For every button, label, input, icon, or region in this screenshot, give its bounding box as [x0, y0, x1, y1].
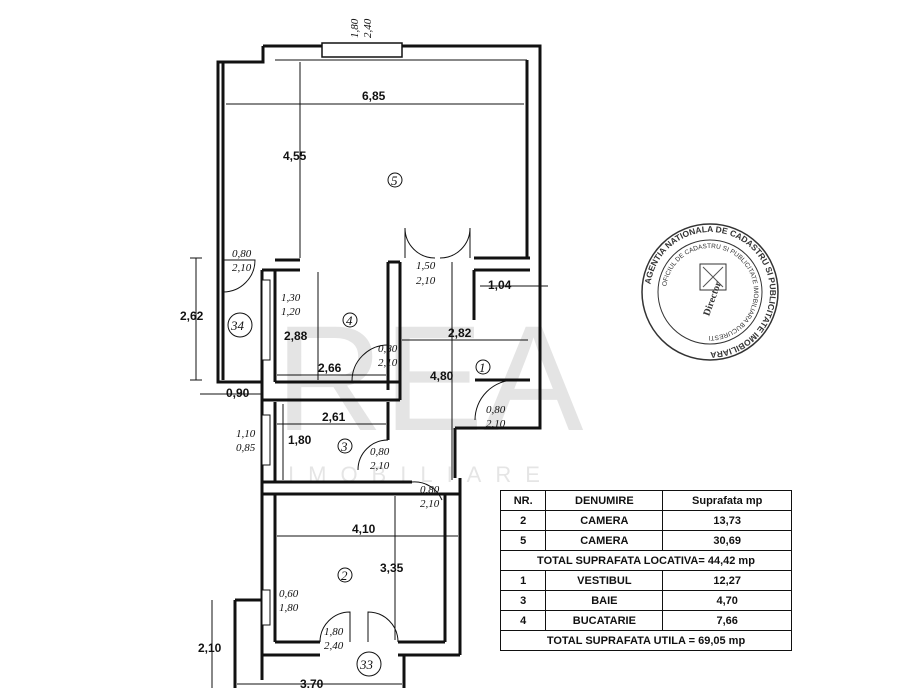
dim-window-top-b: 2,40: [362, 18, 374, 38]
table-row: 4 BUCATARIE 7,66: [499, 610, 792, 631]
dim-hall-door2-a: 0,80: [486, 404, 506, 416]
dim-balcony-height: 2,10: [198, 641, 222, 655]
dim-hall-door2-b: 2,10: [486, 418, 506, 430]
dim-bath-width: 2,61: [322, 410, 346, 424]
table-row: 3 BAIE 4,70: [499, 590, 792, 611]
table-cell-area: 4,70: [662, 590, 792, 611]
dim-bath-door-a: 0,80: [370, 446, 390, 458]
dimension-lines: [190, 62, 548, 688]
walls: [216, 42, 542, 688]
dim-balcony-door-b: 2,40: [324, 640, 344, 652]
dim-balcony-width: 3,70: [300, 677, 324, 688]
dim-kitchen-window-b: 1,20: [281, 306, 301, 318]
dim-height-34: 2,62: [180, 309, 204, 323]
dim-room2-window-a: 0,60: [279, 588, 299, 600]
dim-bath-offset: 0,90: [226, 386, 250, 400]
watermark-logo: REA: [275, 294, 583, 462]
table-cell-nr: 3: [499, 590, 547, 611]
table-cell-area: 13,73: [662, 510, 792, 531]
total-utila: TOTAL SUPRAFATA UTILA = 69,05 mp: [500, 630, 792, 651]
dim-room5-height: 4,55: [283, 149, 307, 163]
table-cell-name: VESTIBUL: [545, 570, 664, 591]
room-number-33: 33: [359, 657, 374, 672]
table-header-nr: NR.: [499, 490, 547, 511]
dim-bath-window-a: 1,10: [236, 428, 256, 440]
dim-hall-width: 2,82: [448, 326, 472, 340]
table-cell-nr: 4: [499, 610, 547, 631]
dimension-labels: 1,80 2,40 6,85 4,55 0,80 2,10 2,62 1,30 …: [180, 18, 512, 688]
room-number-5: 5: [391, 173, 398, 188]
table-header-row: NR. DENUMIRE Suprafata mp: [499, 490, 792, 511]
table-cell-area: 30,69: [662, 530, 792, 551]
table-row: 1 VESTIBUL 12,27: [499, 570, 792, 591]
table-header-name: DENUMIRE: [545, 490, 664, 511]
dim-kitchen-height: 2,88: [284, 329, 308, 343]
room-number-34: 34: [230, 318, 245, 333]
dim-room2-height: 3,35: [380, 561, 404, 575]
table-cell-nr: 2: [499, 510, 547, 531]
table-header-area: Suprafata mp: [662, 490, 792, 511]
table-cell-area: 7,66: [662, 610, 792, 631]
table-row: 5 CAMERA 30,69: [499, 530, 792, 551]
table-cell-name: BAIE: [545, 590, 664, 611]
dim-bath-window-b: 0,85: [236, 442, 256, 454]
dim-kitchen-window-a: 1,30: [281, 292, 301, 304]
doors: [222, 227, 516, 643]
dim-room2-window-b: 1,80: [279, 602, 299, 614]
dim-bath-door-b: 2,10: [370, 460, 390, 472]
table-row: 2 CAMERA 13,73: [499, 510, 792, 531]
dim-hall-height: 4,80: [430, 369, 454, 383]
room-numbers: 5 4 1 3 2 34 33: [227, 172, 491, 677]
dim-room2-door-a: 0,80: [420, 484, 440, 496]
dim-bath-height: 1,80: [288, 433, 312, 447]
table-cell-name: CAMERA: [545, 530, 664, 551]
dim-door-left-a: 0,80: [232, 248, 252, 260]
room-number-3: 3: [340, 439, 348, 454]
dim-room2-door-b: 2,10: [420, 498, 440, 510]
dim-kitchen-door-a: 0,80: [378, 343, 398, 355]
table-total-row: TOTAL SUPRAFATA UTILA = 69,05 mp: [500, 630, 792, 651]
dim-hall-door-b: 2,10: [416, 275, 436, 287]
cadastre-stamp: AGENTIA NATIONALA DE CADASTRU SI PUBLICI…: [641, 223, 779, 361]
dim-kitchen-width: 2,66: [318, 361, 342, 375]
dim-window-top-a: 1,80: [349, 18, 361, 38]
table-total-row: TOTAL SUPRAFATA LOCATIVA= 44,42 mp: [500, 550, 792, 571]
dim-balcony-door-a: 1,80: [324, 626, 344, 638]
table-cell-nr: 1: [499, 570, 547, 591]
table-cell-name: BUCATARIE: [545, 610, 664, 631]
dim-closet: 1,04: [488, 278, 512, 292]
dim-kitchen-door-b: 2,10: [378, 357, 398, 369]
room-number-2: 2: [341, 568, 348, 583]
table-cell-area: 12,27: [662, 570, 792, 591]
room-number-1: 1: [479, 360, 486, 375]
dim-room5-width: 6,85: [362, 89, 386, 103]
dim-room2-width: 4,10: [352, 522, 376, 536]
dim-hall-door-a: 1,50: [416, 260, 436, 272]
total-locativa: TOTAL SUPRAFATA LOCATIVA= 44,42 mp: [500, 550, 792, 571]
room-number-4: 4: [346, 313, 353, 328]
table-cell-name: CAMERA: [545, 510, 664, 531]
dim-door-left-b: 2,10: [232, 262, 252, 274]
area-table: NR. DENUMIRE Suprafata mp 2 CAMERA 13,73…: [499, 490, 792, 651]
table-cell-nr: 5: [499, 530, 547, 551]
